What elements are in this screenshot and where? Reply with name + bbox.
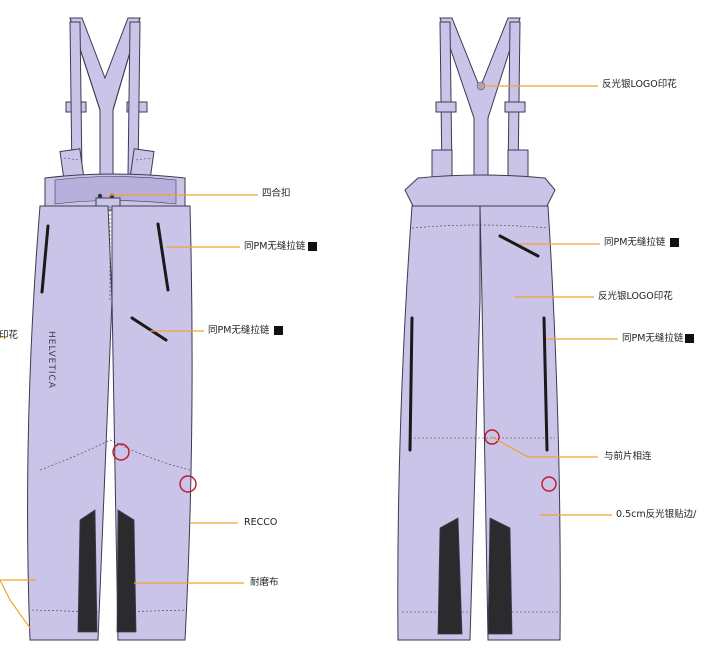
label-snap-button: 四合扣 xyxy=(262,188,291,199)
label-zip-pocket-top: 同PM无缝拉链 xyxy=(244,241,306,252)
back-view xyxy=(397,17,561,641)
callout-lines xyxy=(0,85,618,629)
black-swatch-3 xyxy=(670,238,679,247)
label-left-edge: 印花 xyxy=(0,330,19,341)
label-zip-pocket-mid: 同PM无缝拉链 xyxy=(208,325,270,336)
back-legs xyxy=(397,205,481,641)
label-abrasion: 耐磨布 xyxy=(250,577,279,588)
back-marker-knee xyxy=(484,429,500,445)
label-suspender-logo: 反光银LOGO印花 xyxy=(602,79,677,90)
front-brand-text: HELVETICA xyxy=(45,331,56,389)
black-swatch-2 xyxy=(274,326,283,335)
label-recco: RECCO xyxy=(244,517,278,528)
back-marker-calf xyxy=(541,476,557,492)
black-swatch-4 xyxy=(685,334,694,343)
front-view xyxy=(27,17,197,641)
recco-marker-1 xyxy=(112,443,130,461)
front-legs xyxy=(27,205,113,641)
front-zip-thigh xyxy=(130,316,168,342)
label-zip-side: 同PM无缝拉链 xyxy=(622,333,684,344)
front-abrasion-panel-right xyxy=(116,509,137,633)
front-zip-left xyxy=(40,224,50,294)
black-swatch-1 xyxy=(308,242,317,251)
label-zip-back: 同PM无缝拉链 xyxy=(604,237,666,248)
label-joined-front: 与前片相连 xyxy=(604,451,652,462)
label-reflective-tape: 0.5cm反光银贴边/ xyxy=(616,509,697,520)
label-back-logo: 反光银LOGO印花 xyxy=(598,291,673,302)
recco-marker-2 xyxy=(179,475,197,493)
back-waistband xyxy=(404,174,556,211)
front-zip-right xyxy=(156,222,170,292)
front-abrasion-panel-left xyxy=(77,509,98,633)
front-suspenders xyxy=(59,17,155,182)
